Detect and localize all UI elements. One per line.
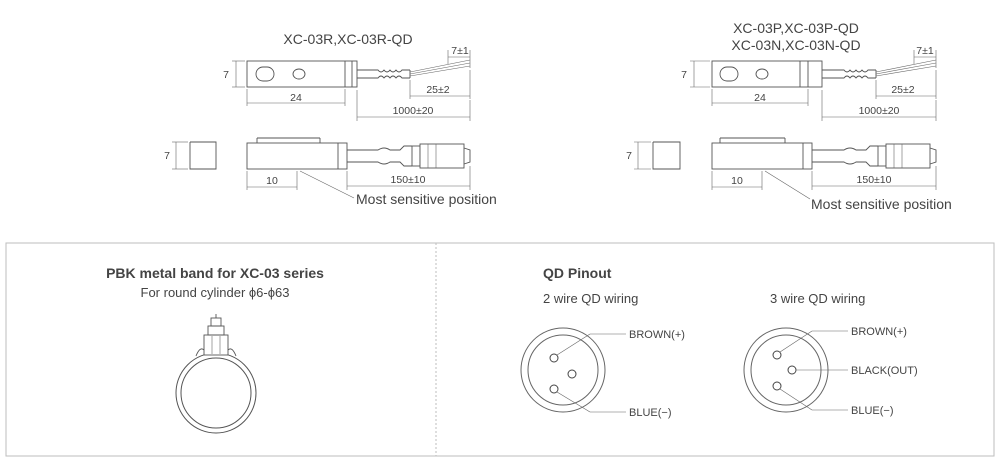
pin-center-2w — [567, 369, 577, 379]
mount-hole-2 — [292, 68, 306, 80]
label-brown-2w: BROWN(+) — [629, 329, 685, 341]
dim-tip-left: 7±1 — [451, 45, 469, 57]
dim-side-height-right: 7 — [626, 150, 632, 162]
metal-band-ring — [175, 352, 257, 434]
sensitive-label-right: Most sensitive position — [811, 196, 952, 212]
dim-height-right: 7 — [681, 69, 687, 81]
dim-cable-left: 1000±20 — [393, 105, 434, 117]
band-title: PBK metal band for XC-03 series — [106, 265, 324, 281]
pin-black-3w — [787, 365, 797, 375]
sensor-body-top-view — [711, 60, 823, 88]
band-panel: PBK metal band for XC-03 series For roun… — [106, 265, 324, 434]
sensor-left-drawing: XC-03R,XC-03R-QD 7 24 7±1 25±2 — [164, 31, 497, 207]
mount-hole-2 — [755, 68, 769, 80]
dim-qd-cable-right: 150±10 — [857, 174, 892, 186]
two-wire-connector — [520, 327, 606, 413]
sensor-body-side-view — [711, 142, 813, 170]
sensor-body-side-view — [246, 142, 348, 170]
model-label-right-1: XC-03P,XC-03P-QD — [733, 20, 859, 36]
dim-strip-right: 25±2 — [891, 84, 914, 96]
label-brown-3w: BROWN(+) — [851, 326, 907, 338]
dim-sensitive-right: 10 — [731, 175, 743, 187]
pin-blue-3w — [772, 381, 782, 391]
cable-qd — [812, 145, 878, 151]
cable-top — [357, 69, 410, 73]
dim-strip-left: 25±2 — [426, 84, 449, 96]
model-label-left: XC-03R,XC-03R-QD — [283, 31, 412, 47]
dim-length-left: 24 — [290, 92, 302, 104]
sensitive-label-left: Most sensitive position — [356, 191, 497, 207]
label-blue-2w: BLUE(−) — [629, 407, 672, 419]
mount-hole-1 — [719, 66, 739, 82]
sensor-right-drawing: XC-03P,XC-03P-QD XC-03N,XC-03N-QD 7 24 7… — [626, 20, 952, 212]
pinout-title: QD Pinout — [543, 265, 612, 281]
cable-top — [822, 69, 876, 73]
dim-cable-right: 1000±20 — [859, 105, 900, 117]
sensor-body-top-view — [246, 60, 358, 88]
pin-brown-2w — [549, 353, 559, 363]
three-wire-heading: 3 wire QD wiring — [770, 291, 865, 306]
two-wire-heading: 2 wire QD wiring — [543, 291, 638, 306]
dim-side-height-left: 7 — [164, 150, 170, 162]
cable-qd — [347, 145, 412, 151]
band-subtitle: For round cylinder ϕ6-ϕ63 — [141, 285, 290, 300]
pin-brown-3w — [772, 350, 782, 360]
dim-sensitive-left: 10 — [266, 175, 278, 187]
pin-blue-2w — [549, 384, 559, 394]
dim-tip-right: 7±1 — [916, 45, 934, 57]
dim-qd-cable-left: 150±10 — [391, 174, 426, 186]
model-label-right-2: XC-03N,XC-03N-QD — [731, 37, 860, 53]
pinout-panel: QD Pinout 2 wire QD wiring BROWN(+) BLUE… — [520, 265, 918, 419]
bottom-panel-frame — [5, 242, 995, 457]
label-blue-3w: BLUE(−) — [851, 405, 894, 417]
sensor-end-view — [652, 141, 681, 170]
label-black-3w: BLACK(OUT) — [851, 365, 918, 377]
qd-connector — [419, 143, 465, 169]
band-clamp — [203, 334, 229, 356]
qd-connector — [885, 143, 931, 169]
dim-length-right: 24 — [754, 92, 766, 104]
mount-hole-1 — [255, 66, 275, 82]
sensor-end-view — [189, 141, 217, 170]
dim-height-left: 7 — [223, 69, 229, 81]
